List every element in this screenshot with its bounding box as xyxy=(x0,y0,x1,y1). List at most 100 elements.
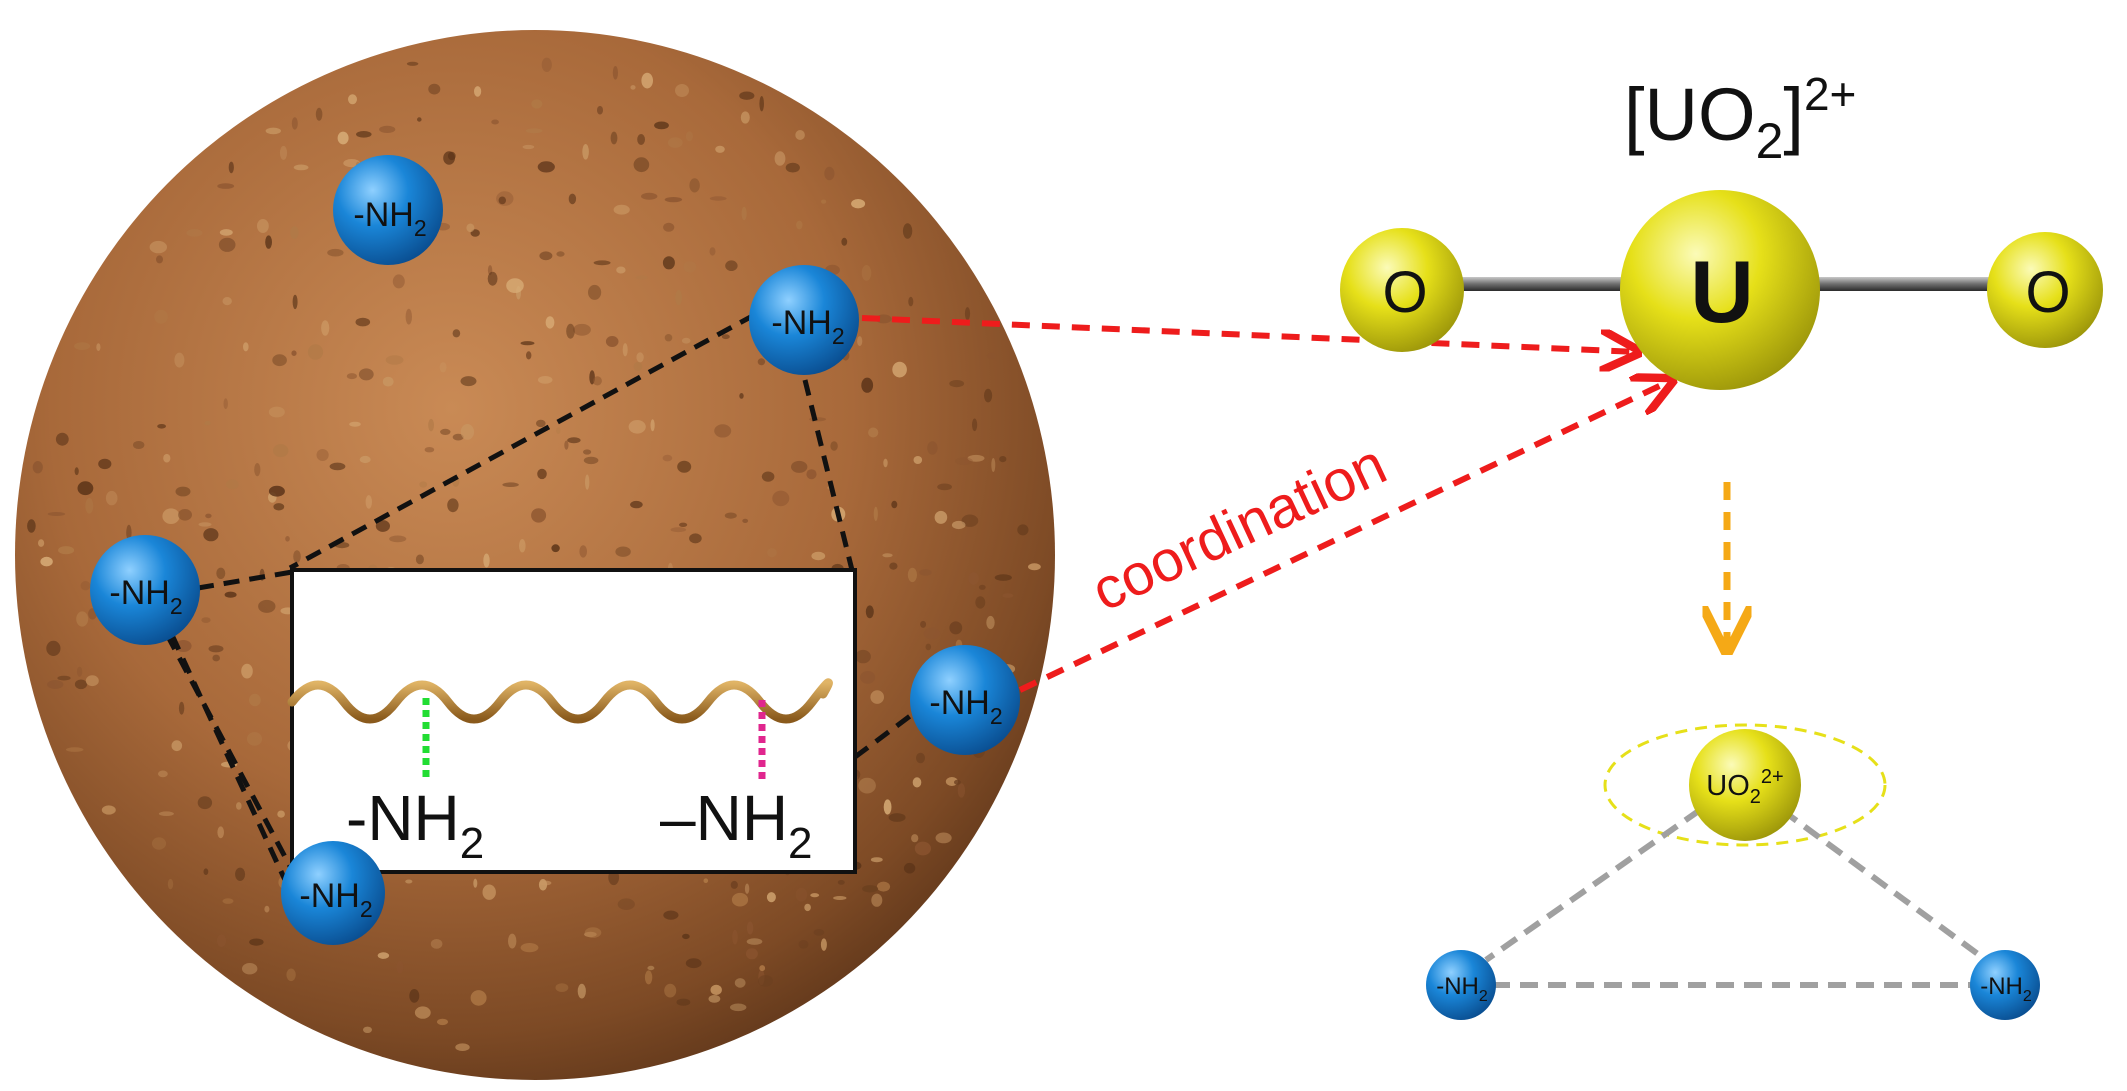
soil-grain xyxy=(519,539,526,553)
soil-grain xyxy=(531,99,543,109)
soil-grain xyxy=(670,527,687,533)
soil-grain xyxy=(385,355,404,365)
soil-grain xyxy=(327,248,344,257)
soil-grain xyxy=(292,294,298,310)
soil-grain xyxy=(27,519,36,533)
soil-grain xyxy=(316,449,329,461)
soil-grain xyxy=(286,968,296,982)
right-bond xyxy=(1790,277,2030,291)
soil-grain xyxy=(439,362,447,373)
soil-grain xyxy=(994,574,1012,581)
soil-grain xyxy=(759,96,764,112)
soil-grain xyxy=(724,512,737,519)
soil-grain xyxy=(537,161,555,173)
soil-grain xyxy=(683,261,697,273)
soil-grain xyxy=(861,377,874,393)
soil-grain xyxy=(272,354,287,367)
soil-grain xyxy=(66,747,84,752)
soil-grain xyxy=(555,983,569,992)
soil-grain xyxy=(833,896,847,900)
soil-grain xyxy=(851,199,866,209)
soil-grain xyxy=(315,107,323,121)
soil-grain xyxy=(428,83,441,95)
soil-grain xyxy=(525,128,543,134)
soil-grain xyxy=(791,460,808,473)
soil-grain xyxy=(813,929,825,936)
soil-grain xyxy=(174,352,185,368)
coordination-arrows xyxy=(861,315,1672,693)
soil-grain xyxy=(644,970,653,985)
soil-grain xyxy=(536,419,546,428)
soil-grain xyxy=(396,960,404,974)
soil-grain xyxy=(186,229,203,237)
soil-grain xyxy=(912,777,922,788)
soil-grain xyxy=(96,343,101,351)
soil-grain xyxy=(761,471,775,482)
coordination-label: coordination xyxy=(1082,431,1396,623)
amine-bead: -NH2 xyxy=(1426,950,1496,1020)
soil-grain xyxy=(796,220,803,230)
soil-grain xyxy=(635,275,648,280)
soil-grain xyxy=(203,528,219,542)
polymer-inset: -NH2 –NH2 xyxy=(287,568,857,874)
soil-grain xyxy=(443,151,455,165)
soil-grain xyxy=(417,117,422,122)
soil-grain xyxy=(841,237,848,246)
uranyl-halo xyxy=(1603,723,1887,847)
amine-bead: -NH2 xyxy=(1970,950,2040,1020)
soil-grain xyxy=(506,278,524,293)
soil-grain xyxy=(677,460,692,473)
soil-grain xyxy=(156,255,163,264)
soil-grain xyxy=(329,462,346,471)
soil-grain xyxy=(556,251,565,257)
soil-grain xyxy=(730,880,738,889)
oxygen-right-label: O xyxy=(2025,260,2070,325)
soil-grain xyxy=(689,533,702,544)
soil-grain xyxy=(911,834,919,843)
soil-grain xyxy=(820,938,827,951)
soil-grain xyxy=(758,975,773,987)
soil-grain xyxy=(766,892,776,903)
svg-text:-NH2: -NH2 xyxy=(299,877,372,922)
soil-grain xyxy=(409,989,420,1003)
soil-grain xyxy=(636,352,644,363)
soil-grain xyxy=(961,514,979,527)
soil-grain xyxy=(133,441,145,449)
soil-grain xyxy=(883,799,892,815)
soil-grain xyxy=(285,536,290,542)
soil-grain xyxy=(293,164,309,171)
svg-text:-NH2: -NH2 xyxy=(353,196,426,241)
soil-grain xyxy=(725,260,738,272)
soil-grain xyxy=(241,663,253,679)
soil-grain xyxy=(927,441,938,455)
soil-grain xyxy=(175,486,191,497)
soil-grain xyxy=(830,441,838,451)
soil-grain xyxy=(491,119,499,125)
soil-grain xyxy=(46,640,61,657)
soil-grain xyxy=(967,454,985,462)
soil-grain xyxy=(273,444,289,458)
oxygen-atom-right xyxy=(1987,232,2103,348)
soil-grain xyxy=(236,802,242,810)
soil-grain xyxy=(577,983,586,999)
soil-grain xyxy=(613,204,630,215)
soil-grain xyxy=(178,701,185,715)
uranyl-molecule: O O U xyxy=(1340,190,2103,390)
soil-grain xyxy=(406,61,419,66)
soil-grain xyxy=(76,666,83,677)
soil-grain xyxy=(201,617,211,623)
soil-grain xyxy=(731,892,749,907)
soil-grain xyxy=(858,777,876,794)
soil-grain xyxy=(32,461,43,474)
soil-grain xyxy=(916,752,925,764)
soil-grain xyxy=(375,520,390,532)
soil-grain xyxy=(806,469,817,480)
soil-grain xyxy=(903,862,916,874)
soil-grain xyxy=(460,424,475,440)
soil-grain xyxy=(348,94,357,105)
amine-bead: -NH2 xyxy=(910,645,1020,755)
soil-grain xyxy=(585,474,590,490)
soil-grain xyxy=(419,481,428,488)
soil-grain xyxy=(321,320,330,336)
soil-grain xyxy=(667,137,683,149)
